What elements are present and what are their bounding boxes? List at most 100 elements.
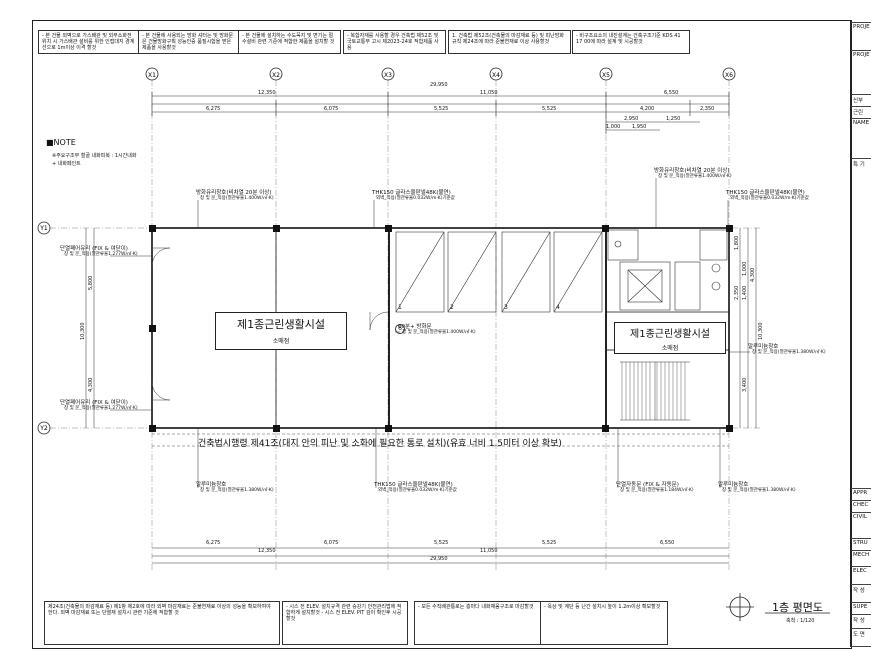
bottom-note-text: - 옥상 및 계단 등 난간 설치시 높이 1.2m이상 확보할것 <box>544 604 661 610</box>
dimension-value: 6,275 <box>206 540 221 546</box>
title-block-field: ELEC <box>853 568 867 574</box>
dimension-value: 6,075 <box>324 106 339 112</box>
grid-bubble <box>489 67 503 81</box>
title-block-field: PROJE <box>853 52 870 58</box>
dimension-value: 2,350 <box>734 285 740 300</box>
dimension-value: 3,400 <box>742 377 748 392</box>
room-name: 제1종근린생활시설 <box>237 318 325 331</box>
title-block-field: 작 성 <box>853 618 865 624</box>
title-block-field: CHEC <box>853 502 869 508</box>
dimension-value: 6,075 <box>324 540 339 546</box>
note-line-2: + 내화페인트 <box>52 161 81 167</box>
room-name: 제1종근린생활시설 <box>630 329 710 340</box>
title-block-divider <box>851 22 871 23</box>
title-block-divider <box>851 602 871 603</box>
title-block-field: NAME <box>853 120 870 126</box>
door-tag: 1 <box>398 304 402 311</box>
title-block-divider <box>851 118 871 119</box>
dimension-value: 11,050 <box>480 90 498 96</box>
callout-sub: 창 및 문_적용(열관류율1.380W/㎡·K) <box>722 488 796 493</box>
title-block-divider <box>851 488 871 489</box>
title-block-divider <box>851 584 871 585</box>
title-block-field: 특 기 <box>853 162 865 168</box>
dimension-value: 6,275 <box>206 106 221 112</box>
title-block-field: APPR <box>853 490 868 496</box>
title-block-field: PROJE <box>853 24 870 30</box>
title-block-divider <box>851 646 871 647</box>
dimension-value: 10,300 <box>80 322 86 341</box>
grid-label: X4 <box>492 72 500 79</box>
dimension-value: 10,300 <box>758 322 764 341</box>
callout-title: THK150 글라스울판넬48K(불연) <box>372 190 451 196</box>
note-line-1: ※주요구조부 철골 내화피복 : 1시간내화 <box>52 153 137 159</box>
callout-title: 단열자동문 (FIX & 자동문) <box>616 482 679 488</box>
top-note: 복합자재(판넬) 관련 주기- 복합자재를 사용할 경우 건축법 제52조 및 … <box>343 30 446 54</box>
bottom-note: 수직배관용로(내화조처) 관련 주기- 모든 수직배관통로는 층마다 내화채움구… <box>414 601 544 645</box>
drawing-frame <box>32 20 852 649</box>
grid-label: X5 <box>602 72 610 79</box>
evacuation-path-note: 건축법시행령 제41조(대지 안의 피난 및 소화에 필요한 통로 설치)(유효… <box>198 439 562 449</box>
bottom-note-text: - 시스 전 ELEV. 설치규격 관련 승강기 안전관리법에 적합하게 설치할… <box>286 604 402 622</box>
dimension-value: 2,350 <box>700 106 715 112</box>
dimension-value: 5,525 <box>542 540 557 546</box>
callout-sub: 외벽_적용(열관류율0.032W/m·K)기준값 <box>376 196 455 201</box>
title-block-divider <box>851 106 871 107</box>
dimension-value: 5,525 <box>434 106 449 112</box>
title-block-divider <box>851 538 871 539</box>
dimension-value: 4,300 <box>750 267 756 282</box>
callout-sub: 창 및 문_적용(열관류율1.277W/㎡·K) <box>64 252 138 257</box>
dimension-value: 1,800 <box>734 235 740 250</box>
top-note-text: 1. 건축법 제52조(건축물의 마감재료 등) 및 피난방화규칙 제24조에 … <box>452 33 564 45</box>
grid-label: X2 <box>272 72 280 79</box>
note-heading: ■NOTE <box>46 138 76 147</box>
callout-sub: 창 및 문_적용(열관류율1.400W/㎡·K) <box>658 174 732 179</box>
title-block-field: 도 면 <box>853 632 865 638</box>
callout-sub: 창 및 문_적용(열관류율1.380W/㎡·K) <box>752 350 826 355</box>
room-use: 소매점 <box>272 338 290 345</box>
title-block-field: 작 성 <box>853 588 865 594</box>
grid-bubble <box>269 67 283 81</box>
title-block-field: STRU <box>853 540 868 546</box>
dimension-value: 12,350 <box>258 548 276 554</box>
callout-title: 방화유리창호(비차열 20분 이상) <box>196 190 272 196</box>
callout-sub: 창 및 문_적용(열관류율1.400W/㎡·K) <box>200 196 274 201</box>
title-block-field: MECH <box>853 552 870 558</box>
dimension-value: 12,350 <box>258 90 276 96</box>
callout-title: 알루미늄창호 <box>748 344 779 350</box>
grid-label: X6 <box>725 72 733 79</box>
door-tag: 4 <box>556 304 560 311</box>
grid-bubble <box>722 67 736 81</box>
title-block-divider <box>851 500 871 501</box>
callout-title: THK150 글라스울판넬48K(불연) <box>726 190 805 196</box>
dimension-value: 2,950 <box>624 116 639 122</box>
bottom-note-text: 제24조(건축물의 마감재료 등) 제1항 제2호에 따라 외벽 마감재료는 준… <box>48 604 271 616</box>
dimension-value: 5,525 <box>434 540 449 546</box>
bottom-note: ELEV. 설치- 시스 전 ELEV. 설치규격 관련 승강기 안전관리법에 … <box>282 601 408 645</box>
grid-label: X1 <box>148 72 156 79</box>
callout-sub: 창 및 문_적용(열관류율1.400W/㎡·K) <box>402 330 476 335</box>
top-note-text: - 본 건물 외벽으로 가스배관 및 외부소화전 위치 시 가스배관 설비를 위… <box>42 33 135 51</box>
dimension-value: 1,400 <box>742 285 748 300</box>
callout-title: 알루미늄창호 <box>196 482 227 488</box>
dimension-value: 6,550 <box>660 540 675 546</box>
callout-sub: 창 및 문_적용(열관류율1.277W/㎡·K) <box>64 406 138 411</box>
room-use: 소매점 <box>661 345 679 352</box>
room-label-left: 제1종근린생활시설 소매점 <box>215 312 347 350</box>
callout-title: 알루미늄창호 <box>718 482 749 488</box>
dimension-value: 4,200 <box>640 106 655 112</box>
dimension-value: 29,950 <box>430 556 448 562</box>
dimension-value: 1,000 <box>742 261 748 276</box>
callout-title: 단열페어유리 (FIX & 여닫이) <box>60 400 128 406</box>
title-block-divider <box>851 158 871 159</box>
room-label-right: 제1종근린생활시설 소매점 <box>614 322 726 354</box>
title-block-field: SUPE <box>853 604 868 610</box>
callout-sub: 외벽_적용(열관류율0.032W/m·K)기준값 <box>730 196 809 201</box>
grid-bubble <box>599 67 613 81</box>
title-block-divider <box>851 566 871 567</box>
title-block-divider <box>851 614 871 615</box>
